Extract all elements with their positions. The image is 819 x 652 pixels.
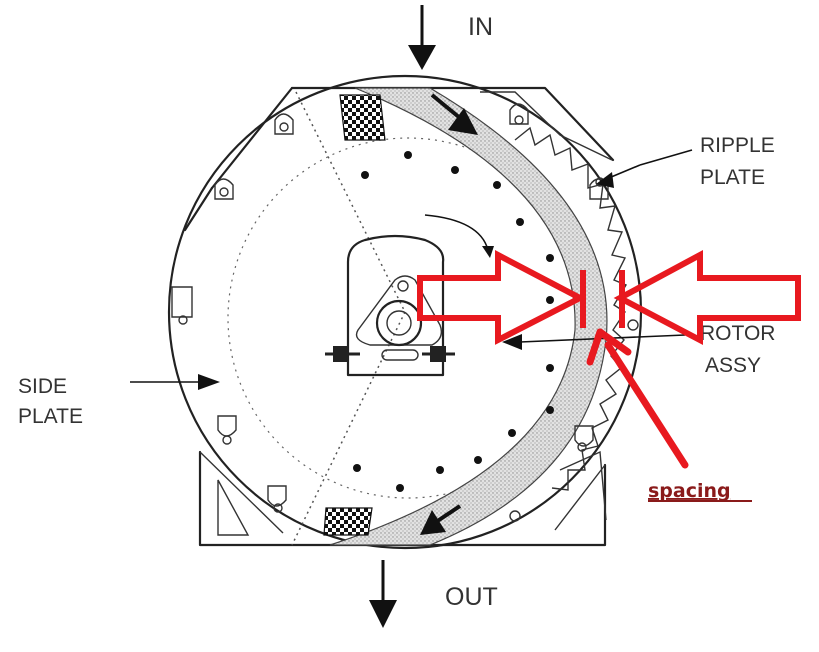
ripple-plate-pointer — [596, 149, 693, 188]
rotor-pins — [353, 151, 554, 492]
flow-arrow-bottom — [420, 504, 462, 535]
ripple-plate-teeth — [514, 126, 628, 491]
crushing-channel — [329, 87, 608, 546]
side-plate-label-line2: PLATE — [18, 405, 83, 428]
in-label: IN — [468, 13, 493, 41]
ripple-plate-frame-bottom — [559, 450, 607, 521]
side-plate-label-line1: SIDE — [18, 375, 67, 398]
rotor-hub-assembly — [325, 234, 455, 377]
rotor-assy-label-line1: ROTOR — [700, 322, 775, 345]
spacing-label: spacing — [648, 480, 731, 502]
in-arrow — [408, 5, 436, 70]
flow-arrow-top — [430, 93, 478, 135]
ripple-plate-label-line1: RIPPLE — [700, 134, 775, 157]
spacing-arrow-right — [613, 249, 801, 345]
rotor-assy-label-line2: ASSY — [705, 354, 761, 377]
ripple-plate-frame-top — [480, 91, 613, 161]
checker-block-bottom — [323, 507, 373, 536]
checker-block-top — [339, 94, 386, 141]
spacing-arrow-left — [417, 250, 587, 345]
out-arrow — [369, 560, 397, 628]
side-plate-split-line — [295, 91, 406, 313]
side-plate-split-line-lower — [291, 311, 406, 546]
side-plate-pointer — [130, 374, 220, 390]
out-label: OUT — [445, 583, 498, 611]
rotation-arrow — [424, 214, 494, 258]
spacing-pointer-arrow — [586, 328, 689, 469]
mounting-lugs — [171, 103, 639, 536]
ripple-plate-label-line2: PLATE — [700, 166, 765, 189]
rotor-assy-pointer — [502, 334, 686, 350]
